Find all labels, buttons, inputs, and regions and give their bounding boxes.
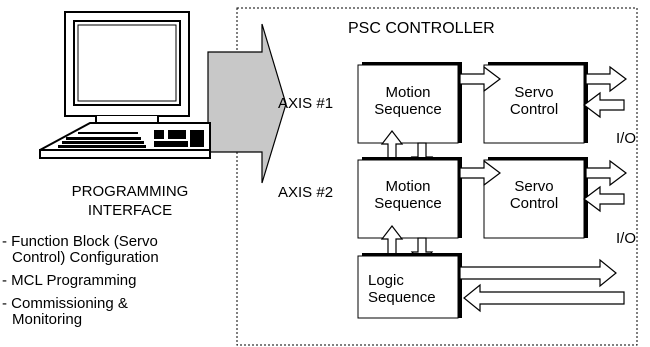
arrow-in-s1 [583,91,625,119]
motion-block-2 [357,159,459,239]
keyboard-keys [58,130,204,148]
logic-block-label: Logic Sequence [368,272,436,306]
motion-block-2-line-2: Sequence [374,195,442,212]
motion-block-1-line-1: Motion [385,84,431,101]
io-label-1: I/O [616,130,637,147]
logic-block-line-2: Sequence [368,289,436,306]
feature-line: - Function Block (Servo [2,233,158,250]
arrow-m2-s2 [459,159,501,187]
feature-line: Monitoring [12,311,83,328]
servo-block-1-label: Servo Control [484,84,584,118]
feature-line: Control) Configuration [12,249,159,266]
motion-block-1-line-2: Sequence [374,101,442,118]
controller-title: PSC CONTROLLER [348,20,495,37]
servo-block-2-line-2: Control [509,195,559,212]
interface-title: PROGRAMMING INTERFACE [30,182,230,220]
io-label-2: I/O [616,230,637,247]
motion-block-2-line-1: Motion [385,178,431,195]
feature-item: - Function Block (Servo Control) Configu… [2,234,227,266]
controller-boundary [236,7,638,346]
servo-block-2-line-1: Servo [514,178,554,195]
motion-block-1-label: Motion Sequence [358,84,458,118]
input-arrow [207,23,287,184]
logic-block-line-1: Logic [368,272,404,289]
arrow-s1-out [585,65,627,93]
interface-title-line-2: INTERFACE [87,202,173,219]
logic-block [357,255,459,319]
motion-block-2-label: Motion Sequence [358,178,458,212]
interface-feature-list: - Function Block (Servo Control) Configu… [2,234,227,328]
axis-2-label: AXIS #2 [278,184,334,201]
servo-block-1 [483,64,585,144]
servo-block-1-line-1: Servo [514,84,554,101]
arrow-in-s2 [583,185,625,213]
servo-block-2-label: Servo Control [484,178,584,212]
feature-item: - MCL Programming [2,273,227,289]
feature-item: - Commissioning & Monitoring [2,296,227,328]
feature-line: - Commissioning & [2,295,128,312]
servo-block-1-line-2: Control [509,101,559,118]
axis-1-label: AXIS #1 [278,95,334,112]
arrow-in-logic [463,283,625,313]
interface-title-line-1: PROGRAMMING [71,183,189,200]
motion-block-1 [357,64,459,144]
computer-icon [39,11,211,159]
arrow-m1-s1 [459,65,501,93]
arrow-s2-out [585,159,627,187]
arrow-logic-out [459,258,617,288]
feature-line: - MCL Programming [2,272,137,289]
